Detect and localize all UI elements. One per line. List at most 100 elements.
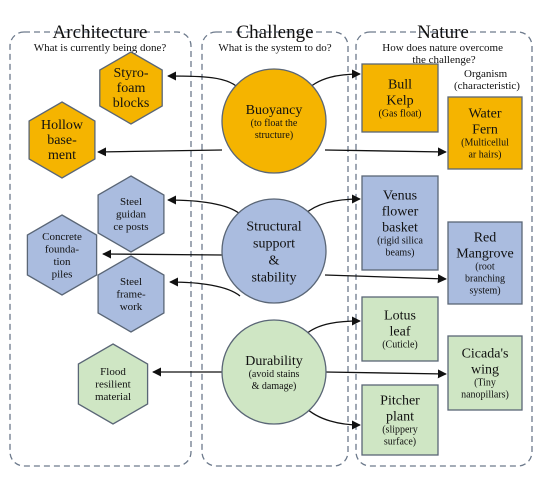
durability-circle [221,319,327,425]
nature-question: How does nature overcome the challenge? [382,42,505,66]
hollow-basement-hexagon [28,101,96,179]
flood-resilient-material-label: material [95,391,131,403]
nature-title: Nature [417,22,469,43]
pitcher-plant-box [361,384,439,456]
durability-to-pitcher-arrow [304,406,361,430]
hollow-basement-label: ment [48,148,76,163]
challenge-title: Challenge [236,22,313,43]
challenge-question: What is the system to do? [218,42,331,54]
concrete-foundation-piles-label: founda- [45,243,80,255]
pitcher-plant-label: plant [386,409,414,424]
structure-to-venus-arrow [304,194,361,215]
flood-resilient-material-label: resilient [95,379,130,391]
cicadas-wing-sublabel: nanopillars) [461,389,509,400]
flood-resilient-material-hexagon [77,343,149,425]
lotus-leaf-box [361,296,439,362]
bull-kelp-box [361,63,439,133]
red-mangrove-sublabel: branching [465,273,505,284]
red-mangrove-label: Red [474,230,497,245]
cicadas-wing-box [447,335,523,411]
red-mangrove-box [447,221,523,305]
architecture-title: Architecture [53,22,148,43]
venus-flower-basket-label: flower [382,204,419,219]
steel-framework-hexagon [97,255,165,333]
concrete-foundation-piles-label: tion [53,256,71,268]
node-layer: Styro-foamblocksHollowbase-mentSteelguid… [26,51,523,456]
structure-to-red-mangrove-arrow [324,274,447,284]
buoyancy-label: Buoyancy [246,103,303,118]
bull-kelp-label: Kelp [386,93,413,108]
durability-sublabel: & damage) [252,381,297,392]
structure-to-steel-framework-arrow [169,277,241,297]
water-fern-label: Water [468,106,501,121]
buoyancy-sublabel: (to float the [251,118,298,129]
durability-label: Durability [245,354,303,369]
structural-support-label: stability [251,270,296,285]
water-fern-sublabel: (Multicellul [461,137,509,148]
cicadas-wing-label: Cicada's [462,346,509,361]
structural-support-circle [221,198,327,304]
structural-support-label: Structural [246,219,301,234]
buoyancy-to-hollow-arrow [97,147,223,157]
steel-framework-label: Steel [120,276,142,288]
bull-kelp-sublabel: (Gas float) [378,108,421,119]
steel-guidance-posts-hexagon [97,175,165,253]
buoyancy-sublabel: structure) [255,130,293,141]
buoyancy-to-styrofoam-arrow [167,71,241,91]
challenge-panel [201,31,349,467]
venus-flower-basket-box [361,175,439,271]
steel-framework-label: frame- [116,289,146,301]
styrofoam-blocks-hexagon [99,51,163,125]
pitcher-plant-sublabel: surface) [384,436,416,447]
styrofoam-blocks-label: foam [117,81,146,96]
durability-to-lotus-arrow [304,316,361,336]
venus-flower-basket-sublabel: (rigid silica [377,235,423,246]
styrofoam-blocks-label: blocks [113,96,150,111]
organism-label-line: (characteristic) [454,80,520,92]
nature-question-line: How does nature overcome [382,42,503,54]
water-fern-box [447,96,523,170]
structure-to-concrete-arrow [102,249,223,259]
pitcher-plant-sublabel: (slippery [382,424,418,435]
concrete-foundation-piles-label: piles [52,268,73,280]
flood-resilient-material-label: Flood [100,366,126,378]
structural-support-label: & [269,253,280,268]
hollow-basement-label: Hollow [41,118,84,133]
structure-to-steel-guidance-arrow [167,195,241,215]
organism-label: Organism (characteristic) [454,68,520,92]
steel-guidance-posts-label: guidan [116,209,146,221]
water-fern-sublabel: ar hairs) [468,149,501,160]
architecture-panel [9,31,192,467]
steel-guidance-posts-label: ce posts [113,221,148,233]
durability-node: Durability(avoid stains& damage) [221,319,327,425]
lotus-leaf-label: leaf [390,324,411,339]
cicadas-wing-sublabel: (Tiny [474,377,496,388]
lotus-leaf-label: Lotus [384,308,416,323]
concrete-foundation-piles-label: Concrete [42,231,82,243]
pitcher-plant-label: Pitcher [380,393,420,408]
cicadas-wing-label: wing [471,362,499,377]
bull-kelp-label: Bull [388,77,412,92]
buoyancy-circle [221,68,327,174]
nature-panel [355,31,533,467]
red-mangrove-label: Mangrove [456,246,514,261]
durability-to-cicada-arrow [324,369,447,379]
concrete-foundation-piles-hexagon [26,214,98,296]
red-mangrove-sublabel: system) [469,285,500,296]
lotus-leaf-sublabel: (Cuticle) [382,339,418,350]
buoyancy-to-water-fern-arrow [324,147,447,157]
